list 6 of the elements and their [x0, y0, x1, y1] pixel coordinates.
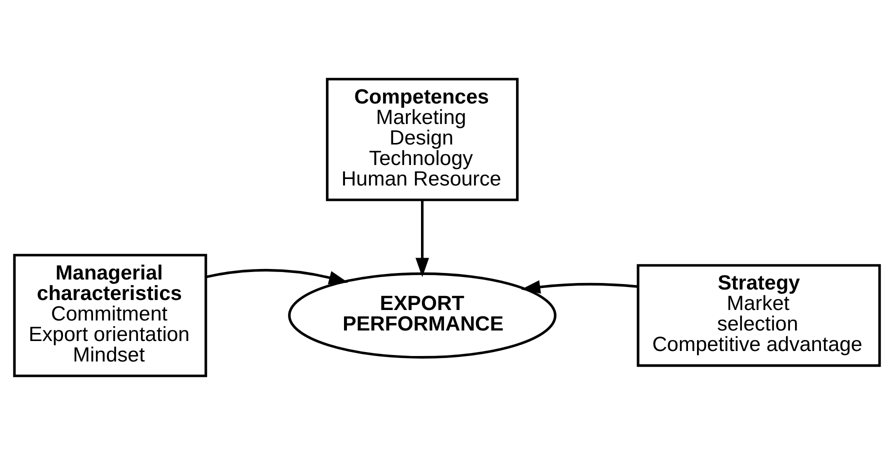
node-box: Competences Marketing Design Technology Human Resource: [326, 78, 519, 202]
arrow: [416, 200, 430, 278]
node-box: Strategy Market selection Competitive advantage: [636, 264, 881, 367]
arrow: [520, 280, 638, 294]
node-box: Managerial characteristics Commitment Export orientation Mindset: [13, 254, 208, 378]
arrow: [206, 268, 348, 284]
